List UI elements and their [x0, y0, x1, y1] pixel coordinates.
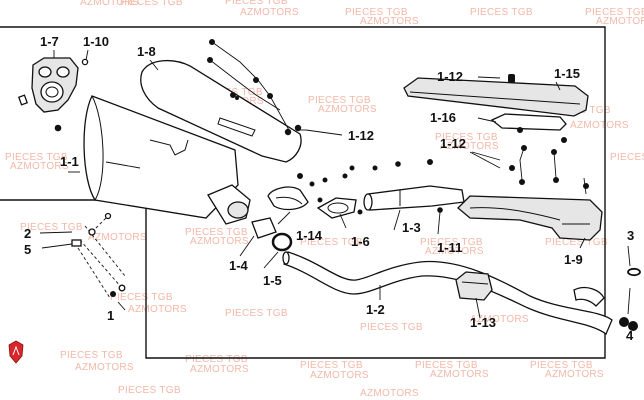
watermark-text: PIECES TGB [530, 360, 593, 371]
watermark-text: AZMOTORS [88, 232, 147, 243]
watermark-text: AZMOTORS [425, 246, 484, 257]
callout-1-3: 1-3 [402, 220, 421, 235]
callout-1: 1 [107, 308, 114, 323]
callout-1-10: 1-10 [83, 34, 109, 49]
watermark-text: PIECES TGB [420, 237, 483, 248]
watermark-text: PIECES TGB [110, 292, 173, 303]
watermark-text: AZMOTORS [470, 314, 529, 325]
watermark-text: AZMOTORS [128, 304, 187, 315]
watermark-text: PIECES TGB [585, 7, 644, 18]
leader-lines [39, 49, 631, 319]
bolt-group-heat-shield [207, 39, 302, 136]
part-lower-heat-guard [457, 195, 603, 241]
bolt-group-lower-guard [509, 145, 589, 195]
watermark-text: AZMOTORS [240, 7, 299, 18]
watermark-text: PIECES TGB [470, 7, 533, 18]
callout-1-2: 1-2 [366, 302, 385, 317]
watermark-text: PIECES TGB [20, 222, 83, 233]
part-bracket-plate [490, 74, 567, 143]
watermark-text: PIECES TGB [610, 152, 644, 163]
watermark-text: AZMOTORS [80, 0, 139, 8]
watermark-text: PIECES TGB [308, 95, 371, 106]
callout-1-11: 1-11 [437, 240, 462, 255]
callout-4: 4 [626, 328, 634, 343]
watermark-text: AZMOTORS [10, 161, 69, 172]
watermark-text: PIECES TGB [5, 152, 68, 163]
watermark-text: PIECES TGB [415, 360, 478, 371]
watermark-text: PIECES TGB [435, 132, 498, 143]
part-top-heat-guard [403, 77, 589, 117]
part-muffler-body [83, 95, 251, 225]
watermark-text: PIECES TGB [225, 0, 288, 7]
watermark-text: PIECES TGB [545, 237, 608, 248]
watermark-text: PIECES TGB [345, 7, 408, 18]
watermark-text: PIECES TGB [60, 350, 123, 361]
screw-group [17, 58, 89, 132]
watermark-text: AZMOTORS [360, 16, 419, 27]
watermark-text: AZMOTORS [75, 362, 134, 373]
watermark-text: PIECES TGB [300, 237, 363, 248]
part-pipe-bracket [455, 271, 493, 301]
callout-1-13: 1-13 [470, 315, 496, 330]
callout-1-12-b: 1-12 [437, 69, 463, 84]
watermark-text: PIECES TGB [118, 385, 181, 396]
callout-1-8: 1-8 [137, 44, 156, 59]
watermark-text: PIECES TGB [185, 354, 248, 365]
watermark-text: AZMOTORS [570, 120, 629, 131]
callout-1-12-a: 1-12 [348, 128, 374, 143]
callout-1-15: 1-15 [554, 66, 580, 81]
watermark-text: PIECES TGB [225, 308, 288, 319]
watermark-text: PIECES TGB [185, 227, 248, 238]
callout-1-7: 1-7 [40, 34, 59, 49]
part-header-pipe [282, 251, 613, 336]
callout-1-4: 1-4 [229, 258, 249, 273]
watermark-text: PIECES TGB [120, 0, 183, 8]
watermark-text: PIECES TGB [360, 322, 423, 333]
part-shield-bracket [316, 165, 363, 219]
callout-1-5: 1-5 [263, 273, 282, 288]
part-nut-group [619, 317, 638, 331]
watermark-text: PIECES TGB [300, 360, 363, 371]
callout-3: 3 [627, 228, 634, 243]
callout-1-12-c: 1-12 [440, 136, 466, 151]
watermark-text: AZMOTORS [318, 104, 377, 115]
watermark-text: AZMOTORS [310, 370, 369, 381]
watermark-text: AZMOTORS [360, 388, 419, 399]
callout-1-9: 1-9 [564, 252, 583, 267]
watermark-text: AZMOTORS [190, 236, 249, 247]
watermark-text: AZMOTORS [596, 16, 644, 27]
callout-1-6: 1-6 [351, 234, 370, 249]
callout-1-16: 1-16 [430, 110, 456, 125]
part-heat-shield [140, 60, 302, 163]
az-shield-logo-icon [8, 340, 24, 364]
part-ring [271, 232, 293, 252]
callout-1-14: 1-14 [296, 228, 323, 243]
callout-labels: 1-7 1-10 1-8 1-12 1-15 1-12 1-16 1-12 1-… [24, 34, 634, 343]
part-o-ring [627, 267, 641, 277]
part-gasket [251, 217, 277, 239]
callout-1-1: 1-1 [60, 154, 79, 169]
part-washer-bolt [71, 212, 126, 299]
callout-2: 2 [24, 226, 31, 241]
watermark-text: AZMOTORS [440, 141, 499, 152]
callout-5: 5 [24, 242, 31, 257]
watermark-text: AZMOTORS [430, 369, 489, 380]
watermark-text: AZMOTORS [190, 364, 249, 375]
part-mid-pipe [363, 159, 465, 213]
part-end-cap-bracket [31, 57, 79, 113]
watermark-text: AZMOTORS [545, 369, 604, 380]
part-clamp [267, 173, 328, 211]
